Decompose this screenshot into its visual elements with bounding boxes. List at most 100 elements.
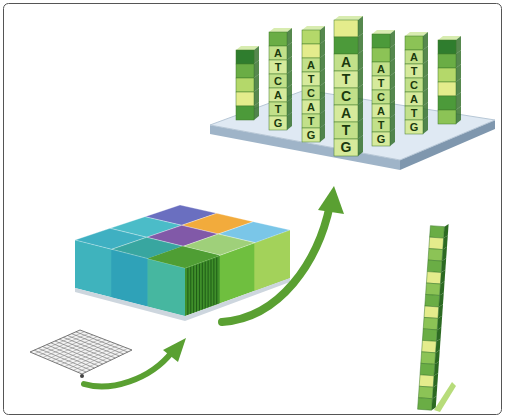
base-letter: T <box>372 118 390 132</box>
column-cell <box>334 20 358 37</box>
column-side <box>443 235 448 250</box>
column-cell <box>334 105 358 122</box>
column-side <box>435 350 440 365</box>
column-cell <box>426 283 441 295</box>
column-cell <box>269 116 287 130</box>
column-cell <box>269 102 287 116</box>
column-side <box>440 270 445 285</box>
base-letter: C <box>334 88 358 105</box>
base-letter: C <box>372 90 390 104</box>
base-letter: A <box>405 92 423 106</box>
stripe-line <box>193 266 194 313</box>
base-letter: T <box>269 60 287 74</box>
chip-line <box>78 348 128 372</box>
column-cell <box>420 363 435 375</box>
color-tile <box>148 246 220 268</box>
column-cell <box>422 340 437 352</box>
column-cell <box>418 398 433 410</box>
chip-face <box>30 330 132 374</box>
column-side <box>456 106 461 124</box>
column-cell <box>372 62 390 76</box>
column-side <box>434 361 439 376</box>
column-cell <box>269 88 287 102</box>
column-side <box>441 258 446 273</box>
column-cell <box>302 30 320 44</box>
column-side <box>439 292 444 307</box>
column-cell <box>418 386 433 398</box>
base-letter: T <box>302 72 320 86</box>
column-cell <box>372 34 390 48</box>
column-cell <box>236 92 254 106</box>
column-side <box>440 281 445 296</box>
column-cell <box>302 44 320 58</box>
base-letter: A <box>269 88 287 102</box>
column-cell <box>438 68 456 82</box>
base-letter: T <box>302 114 320 128</box>
stripe-line <box>213 259 214 306</box>
column-cell <box>302 58 320 72</box>
base-letter: T <box>372 76 390 90</box>
base-letter: G <box>334 139 358 156</box>
stripe-line <box>205 262 206 309</box>
column-side <box>437 315 442 330</box>
chip-line <box>69 345 119 369</box>
column-cell <box>269 60 287 74</box>
column-side <box>358 135 363 156</box>
column-cell <box>429 237 444 249</box>
column-cell <box>236 64 254 78</box>
column-cell <box>372 90 390 104</box>
base-letter: C <box>405 78 423 92</box>
column-cell <box>405 36 423 50</box>
column-cell <box>425 294 440 306</box>
chip-line <box>73 347 123 371</box>
base-letter: C <box>269 74 287 88</box>
column-side <box>442 247 447 262</box>
column-side <box>287 112 292 130</box>
column-side <box>320 124 325 142</box>
column-side <box>444 224 449 239</box>
column-cell <box>427 260 442 272</box>
column-cell <box>372 118 390 132</box>
column-cell <box>424 306 439 318</box>
column-cell <box>405 64 423 78</box>
column-cell <box>405 50 423 64</box>
stripe-line <box>216 258 217 305</box>
columns <box>236 16 461 156</box>
base-letter: T <box>334 71 358 88</box>
striped-block-top <box>148 246 220 268</box>
curved-arrow <box>222 205 330 322</box>
column-cell <box>334 122 358 139</box>
column-cell <box>438 96 456 110</box>
column-cell <box>302 114 320 128</box>
curved-arrow <box>84 352 172 386</box>
column-cell <box>236 50 254 64</box>
column-cell <box>438 54 456 68</box>
column-cell <box>421 352 436 364</box>
base-letter: A <box>269 46 287 60</box>
single-column <box>418 223 456 412</box>
stripe-line <box>187 268 188 315</box>
base-letter: A <box>405 50 423 64</box>
base-letter: A <box>302 58 320 72</box>
column-cell <box>405 92 423 106</box>
chip-pattern <box>34 332 128 373</box>
base-letter: T <box>405 106 423 120</box>
column-cell <box>430 226 445 238</box>
column-cell <box>302 86 320 100</box>
frame <box>4 4 502 415</box>
column-cell <box>438 110 456 124</box>
column-cell <box>269 74 287 88</box>
base-letter: T <box>334 122 358 139</box>
base-letter: A <box>372 104 390 118</box>
column-cell <box>428 249 443 261</box>
column-tail <box>434 382 456 412</box>
stripe-line <box>202 263 203 310</box>
column-cell <box>423 317 438 329</box>
base-letter: T <box>269 102 287 116</box>
column-cell <box>372 48 390 62</box>
column-side <box>390 128 395 146</box>
column-cell <box>302 72 320 86</box>
column-cell <box>422 329 437 341</box>
